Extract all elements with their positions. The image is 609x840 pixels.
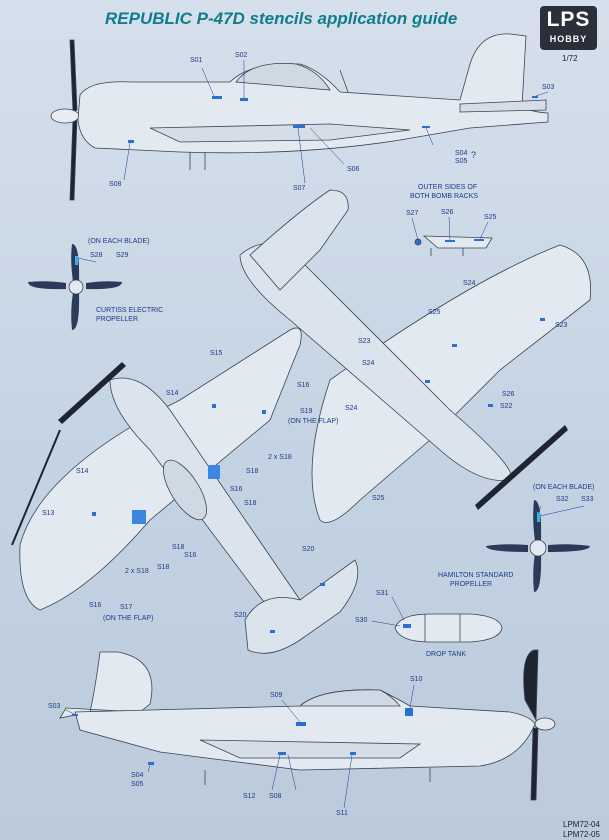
- each-blade-caption-right: (ON EACH BLADE): [533, 484, 595, 491]
- stencil-label: S15: [210, 350, 223, 357]
- stencil-label: S14: [76, 468, 89, 475]
- leader-lines-bottom: [65, 684, 415, 809]
- stencil-label: S16: [184, 552, 197, 559]
- stencil-label: S31: [376, 590, 389, 597]
- stencil-label: 2 x S18: [268, 454, 292, 461]
- stencil-label: S09: [270, 692, 283, 699]
- stencil-label: S33: [581, 496, 594, 503]
- bottom-plan-view: [239, 189, 592, 523]
- stencil-label: S27: [406, 210, 419, 217]
- stencil-label: S02: [235, 52, 248, 59]
- stencil-label: S18: [157, 564, 170, 571]
- product-code: LPM72-04: [563, 820, 600, 829]
- stencil-label: S23: [358, 338, 371, 345]
- drop-tank-drawing: [394, 613, 503, 643]
- stencil-label: S11: [336, 810, 348, 817]
- stencil-label: S18: [246, 468, 259, 475]
- leader-lines-props: [77, 257, 585, 517]
- stencil-label: S20: [302, 546, 315, 553]
- stencil-label: S29: [116, 252, 129, 259]
- stencil-label: S32: [556, 496, 569, 503]
- stencil-label: S25: [428, 309, 441, 316]
- bomb-rack-caption-line2: BOTH BOMB RACKS: [410, 193, 479, 200]
- hamilton-propeller: [486, 500, 590, 592]
- leader-lines-tank: [371, 596, 405, 627]
- stencil-label: S08: [109, 181, 122, 188]
- stencil-label: S28: [90, 252, 103, 259]
- leader-lines-rack: [411, 216, 489, 241]
- curtiss-caption-line2: PROPELLER: [96, 316, 139, 323]
- stencil-label: S26: [441, 209, 454, 216]
- stencil-label: S30: [355, 617, 368, 624]
- stencil-label: 2 x S18: [125, 568, 149, 575]
- stencil-label: S07: [293, 185, 306, 192]
- side-profile-bottom: [59, 649, 556, 801]
- stencil-label: S14: [166, 390, 179, 397]
- scale-label: 1/72: [562, 54, 578, 63]
- stencil-label: S01: [190, 57, 203, 64]
- stencil-label: S25: [484, 214, 497, 221]
- curtiss-caption-line1: CURTISS ELECTRIC: [96, 307, 164, 314]
- brand-logo: LPS HOBBY: [540, 6, 597, 50]
- bomb-rack-drawing: [414, 235, 493, 256]
- stencil-label: ?: [471, 150, 477, 160]
- stencil-label: S04: [455, 150, 468, 157]
- drop-tank-caption: DROP TANK: [426, 651, 467, 658]
- stencil-label: S03: [48, 703, 61, 710]
- flap-caption-upper: (ON THE FLAP): [288, 418, 339, 425]
- stencil-label: S18: [172, 544, 185, 551]
- stencil-label: S13: [42, 510, 55, 517]
- stencil-label: S20: [234, 612, 247, 619]
- stencil-label: S24: [463, 280, 476, 287]
- stencil-label: S18: [244, 500, 257, 507]
- hamilton-caption-line2: PROPELLER: [450, 581, 493, 588]
- product-code: LPM72-05: [563, 830, 600, 839]
- stencil-label: S04: [131, 772, 144, 779]
- stencil-label: S16: [230, 486, 243, 493]
- bomb-rack-caption-line1: OUTER SIDES OF: [418, 184, 478, 191]
- stencil-label: S24: [345, 405, 358, 412]
- side-profile-top: [50, 33, 549, 201]
- each-blade-caption-top: (ON EACH BLADE): [88, 238, 150, 245]
- curtiss-propeller: [28, 244, 122, 330]
- flap-caption-lower: (ON THE FLAP): [103, 615, 154, 622]
- stencil-label: S25: [372, 495, 385, 502]
- page-title: REPUBLIC P-47D stencils application guid…: [105, 9, 458, 28]
- stencil-label: S16: [89, 602, 102, 609]
- top-plan-view: [11, 327, 359, 654]
- stencil-label: S06: [347, 166, 360, 173]
- stencil-label: S05: [131, 781, 144, 788]
- stencil-label: S16: [297, 382, 310, 389]
- stencil-label: S05: [455, 158, 468, 165]
- stencil-label: S08: [269, 793, 282, 800]
- stencil-label: S19: [300, 408, 313, 415]
- leader-lines-top: [123, 60, 549, 184]
- stencil-label: S26: [502, 391, 515, 398]
- stencil-label: S22: [500, 403, 513, 410]
- stencil-label: S23: [555, 322, 568, 329]
- logo-main-text: LPS: [546, 8, 591, 31]
- hamilton-caption-line1: HAMILTON STANDARD: [438, 572, 514, 579]
- logo-sub-text: HOBBY: [549, 34, 588, 44]
- stencil-label: S17: [120, 604, 133, 611]
- stencil-label: S03: [542, 84, 555, 91]
- stencil-label: S10: [410, 676, 423, 683]
- stencil-label: S12: [243, 793, 256, 800]
- stencil-label: S24: [362, 360, 375, 367]
